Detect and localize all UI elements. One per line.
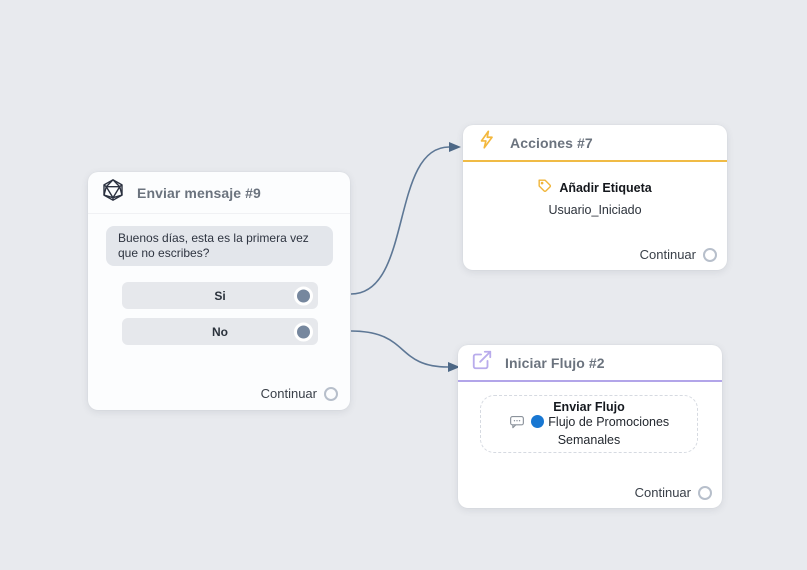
node-send-message[interactable]: Enviar mensaje #9 Buenos días, esta es l… [88, 172, 350, 410]
flow-name: Flujo de Promociones Semanales [548, 415, 670, 447]
action-title: Enviar Flujo [553, 400, 625, 414]
continue-label: Continuar [639, 247, 696, 262]
actions-header: Acciones #7 [463, 125, 727, 162]
node-title: Iniciar Flujo #2 [505, 354, 605, 371]
action-title: Añadir Etiqueta [559, 180, 652, 195]
continue-port[interactable] [703, 247, 717, 262]
start-flow-header: Iniciar Flujo #2 [458, 345, 722, 382]
chat-bubble-icon [509, 416, 528, 432]
continue-port[interactable] [698, 485, 712, 500]
connector-no-to-flow [350, 330, 449, 368]
lightning-icon [476, 129, 498, 156]
send-message-header: Enviar mensaje #9 [88, 172, 350, 214]
arrowhead-actions [449, 142, 461, 152]
continue-label: Continuar [260, 386, 317, 401]
message-bubble[interactable]: Buenos días, esta es la primera vez que … [106, 226, 333, 266]
messenger-channel-dot [531, 415, 545, 428]
external-link-icon [471, 349, 493, 376]
node-start-flow[interactable]: Iniciar Flujo #2 Enviar Flujo Flujo de P… [458, 345, 722, 508]
tag-value: Usuario_Iniciado [548, 203, 642, 217]
continue-row: Continuar [261, 386, 338, 401]
quick-reply-label: Si [214, 288, 226, 303]
node-title: Enviar mensaje #9 [137, 184, 261, 201]
connector-port-no[interactable] [294, 322, 313, 341]
send-flow-action[interactable]: Enviar Flujo Flujo de Promociones Semana… [480, 395, 698, 453]
tag-icon [538, 179, 552, 196]
node-title: Acciones #7 [510, 134, 593, 151]
flow-name-line: Flujo de Promociones Semanales [497, 415, 682, 448]
connector-port-si[interactable] [294, 286, 313, 305]
quick-reply-label: No [212, 324, 228, 339]
connector-si-to-actions [350, 146, 450, 295]
d20-dice-icon [101, 178, 125, 207]
add-tag-action[interactable]: Añadir Etiqueta [463, 179, 727, 196]
continue-port[interactable] [324, 386, 338, 401]
node-actions[interactable]: Acciones #7 Añadir Etiqueta Usuario_Inic… [463, 125, 727, 270]
quick-reply-si[interactable]: Si [122, 282, 318, 309]
continue-row: Continuar [635, 485, 712, 500]
continue-row: Continuar [640, 247, 717, 262]
continue-label: Continuar [634, 485, 691, 500]
quick-reply-no[interactable]: No [122, 318, 318, 345]
